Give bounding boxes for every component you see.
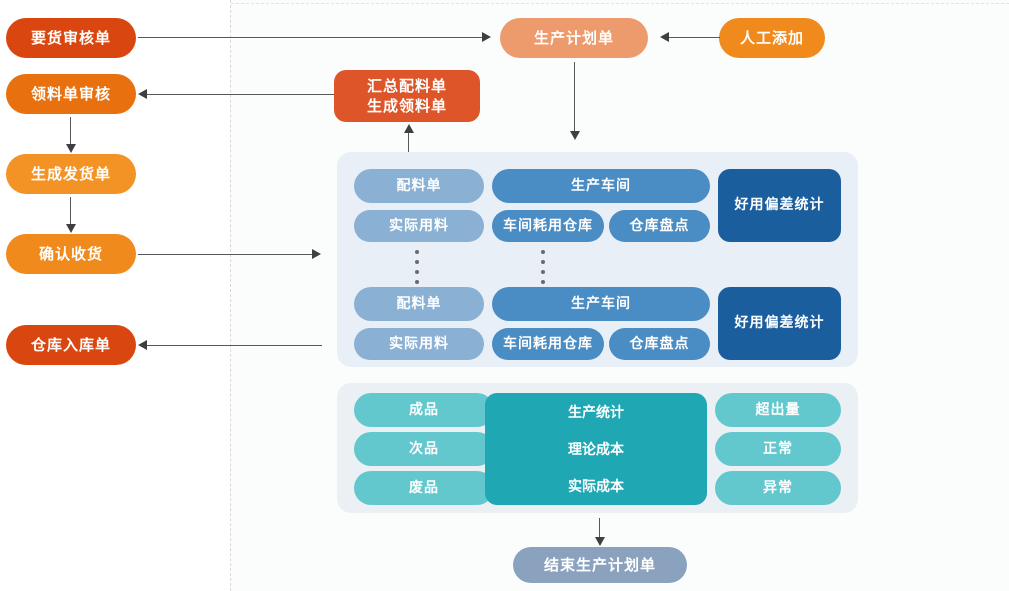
pill-haoyong-piancha-tongji-row1[interactable]: 好用偏差统计: [718, 169, 841, 242]
arrow-left-to-plan: [660, 32, 669, 42]
connector-summary-to-liaoliao: [146, 94, 334, 95]
node-huizong-peiliaodan[interactable]: 汇总配料单 生成领料单: [334, 70, 480, 122]
arrow-down-to-end-node: [595, 537, 605, 546]
label-lilunchengben: 理论成本: [568, 441, 624, 458]
pill-chejianhaoyong-cangku-row1[interactable]: 车间耗用仓库: [492, 210, 604, 242]
label-shengchantongji: 生产统计: [568, 404, 624, 421]
pill-shijiyongliao-row2[interactable]: 实际用料: [354, 328, 484, 360]
pill-haoyong-piancha-tongji-row2[interactable]: 好用偏差统计: [718, 287, 841, 360]
pill-shengchanchejian-row2[interactable]: 生产车间: [492, 287, 710, 321]
connector-manual-to-plan: [668, 37, 720, 38]
node-queren-shouhuo[interactable]: 确认收货: [6, 234, 136, 274]
summary-line-1: 汇总配料单: [366, 76, 447, 95]
arrow-down-to-production-panel: [570, 131, 580, 140]
block-shengchan-tongji[interactable]: 生产统计 理论成本 实际成本: [485, 393, 707, 505]
node-liaoliaodan-shenhe[interactable]: 领料单审核: [6, 74, 136, 114]
node-shengchan-jihuadan[interactable]: 生产计划单: [500, 18, 648, 58]
pill-chaochuliang[interactable]: 超出量: [715, 393, 841, 427]
pill-zhengchang[interactable]: 正常: [715, 432, 841, 466]
connector-yaohuo-to-plan: [138, 37, 483, 38]
node-cangku-rukudan[interactable]: 仓库入库单: [6, 325, 136, 365]
pill-feipin[interactable]: 废品: [354, 471, 494, 505]
summary-line-2: 生成领料单: [366, 97, 447, 115]
node-yaohuo-shenhedan[interactable]: 要货审核单: [6, 18, 136, 58]
production-panel: 配料单 实际用料 生产车间 车间耗用仓库 仓库盘点 好用偏差统计 配料单 实际用…: [337, 152, 858, 367]
node-rengong-tianjia[interactable]: 人工添加: [719, 18, 825, 58]
connector-fahuo-to-shouhuo: [70, 197, 71, 225]
pill-cangkupandian-row2[interactable]: 仓库盘点: [609, 328, 710, 360]
statistics-panel: 成品 次品 废品 生产统计 理论成本 实际成本 超出量 正常 异常: [337, 383, 858, 513]
pill-chengpin[interactable]: 成品: [354, 393, 494, 427]
pill-yichang[interactable]: 异常: [715, 471, 841, 505]
vertical-dashed-divider: [230, 0, 231, 591]
arrow-down-to-fahuodan: [66, 144, 76, 153]
pill-peiliaodan-row2[interactable]: 配料单: [354, 287, 484, 321]
connector-panel-to-ruku: [146, 345, 322, 346]
pill-cangkupandian-row1[interactable]: 仓库盘点: [609, 210, 710, 242]
arrow-left-to-ruku: [138, 340, 147, 350]
arrow-right-to-plan: [482, 32, 491, 42]
pill-peiliaodan-row1[interactable]: 配料单: [354, 169, 484, 203]
label-shijichengben: 实际成本: [568, 479, 624, 496]
pill-shengchanchejian-row1[interactable]: 生产车间: [492, 169, 710, 203]
arrow-left-to-liaoliao: [138, 89, 147, 99]
connector-plan-to-panel: [574, 62, 575, 132]
connector-liaoliao-to-fahuo: [70, 117, 71, 145]
node-shengcheng-fahuodan[interactable]: 生成发货单: [6, 154, 136, 194]
pill-cipin[interactable]: 次品: [354, 432, 494, 466]
arrow-up-to-summary: [404, 124, 414, 133]
horizontal-dashed-divider: [231, 3, 1009, 4]
pill-shijiyongliao-row1[interactable]: 实际用料: [354, 210, 484, 242]
connector-shouhuo-to-panel: [138, 254, 313, 255]
connector-stats-to-end: [599, 518, 600, 538]
pill-chejianhaoyong-cangku-row2[interactable]: 车间耗用仓库: [492, 328, 604, 360]
arrow-down-to-shouhuo: [66, 224, 76, 233]
connector-panel-to-summary: [408, 131, 409, 155]
node-jieshu-shengchan-jihuadan[interactable]: 结束生产计划单: [513, 547, 687, 583]
arrow-right-to-panel: [312, 249, 321, 259]
